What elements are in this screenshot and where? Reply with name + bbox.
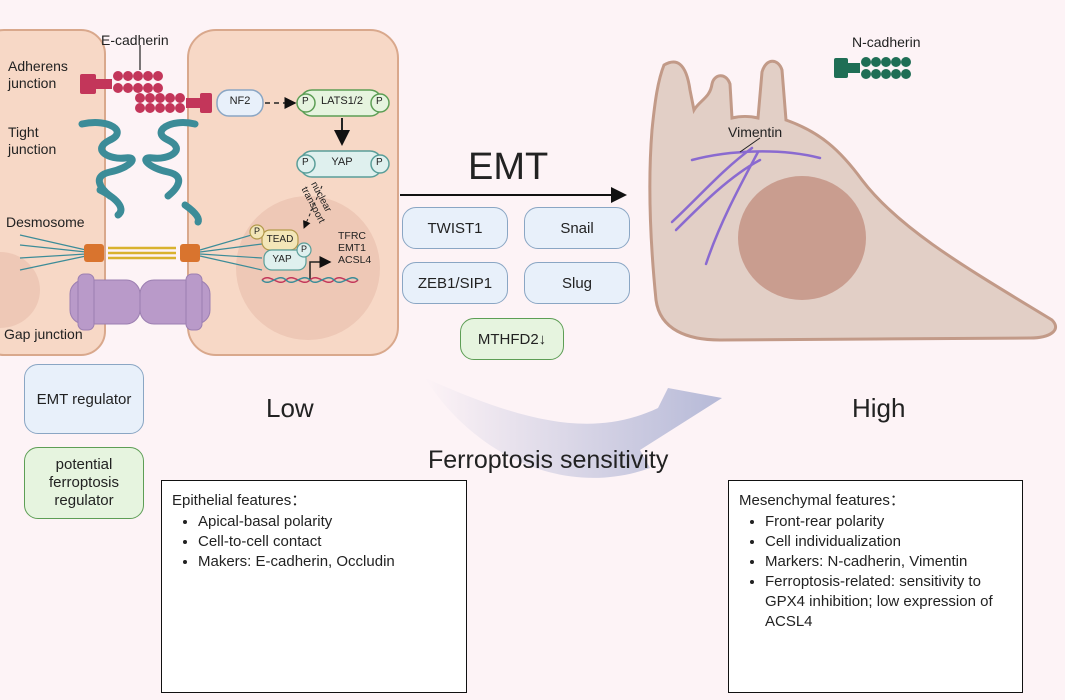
emt-regulator-twist1: TWIST1 bbox=[402, 207, 508, 249]
label-high: High bbox=[852, 393, 906, 423]
label-e-cadherin: E-cadherin bbox=[101, 32, 169, 48]
label-yap-nucleus: YAP bbox=[272, 254, 292, 265]
epithelial-features-title: Epithelial features： bbox=[172, 492, 307, 509]
gene-arrow bbox=[309, 256, 332, 280]
label-yap-p-left: P bbox=[302, 157, 309, 168]
label-vimentin: Vimentin bbox=[728, 124, 783, 140]
nucleus-right bbox=[236, 196, 380, 340]
mesenchymal-feature-item: Cell individualization bbox=[765, 532, 1012, 552]
legend-emt-regulator: EMT regulator bbox=[24, 364, 144, 434]
label-tight-junction: Tight junction bbox=[8, 124, 57, 157]
label-lats-p-right: P bbox=[376, 96, 383, 107]
epithelial-features-list: Apical-basal polarity Cell-to-cell conta… bbox=[172, 512, 456, 572]
epithelial-feature-item: Makers: E-cadherin, Occludin bbox=[198, 552, 456, 572]
desmosome bbox=[19, 231, 263, 271]
label-low: Low bbox=[266, 393, 314, 423]
label-n-cadherin: N-cadherin bbox=[852, 34, 921, 50]
emt-title: EMT bbox=[468, 146, 549, 188]
dna-helix bbox=[261, 277, 359, 283]
label-desmosome: Desmosome bbox=[6, 214, 85, 230]
label-gap-junction: Gap junction bbox=[4, 326, 83, 342]
nucleus-left bbox=[0, 252, 40, 328]
tight-junction bbox=[78, 119, 202, 226]
nf2-node bbox=[216, 89, 264, 117]
epithelial-feature-item: Apical-basal polarity bbox=[198, 512, 456, 532]
mesenchymal-features-list: Front-rear polarity Cell individualizati… bbox=[739, 512, 1012, 632]
vimentin-filaments bbox=[670, 146, 822, 266]
label-nf2: NF2 bbox=[229, 95, 251, 107]
label-adherens-junction: Adherens junction bbox=[8, 58, 68, 91]
label-yap-p-right: P bbox=[376, 157, 383, 168]
epithelial-feature-item: Cell-to-cell contact bbox=[198, 532, 456, 552]
label-targets: TFRC EMT1 ACSL4 bbox=[338, 230, 372, 266]
emt-regulator-zeb1: ZEB1/SIP1 bbox=[402, 262, 508, 304]
label-lats-p-left: P bbox=[302, 96, 309, 107]
gap-junction bbox=[69, 273, 211, 331]
label-lats: LATS1/2 bbox=[321, 95, 363, 107]
mesenchymal-features-title: Mesenchymal features： bbox=[739, 492, 905, 509]
emt-regulator-slug: Slug bbox=[524, 262, 630, 304]
legend-ferroptosis-regulator: potential ferroptosis regulator bbox=[24, 447, 144, 519]
mesenchymal-feature-item: Markers: N-cadherin, Vimentin bbox=[765, 552, 1012, 572]
n-cadherin-complex bbox=[834, 57, 911, 79]
epithelial-features-box: Epithelial features： Apical-basal polari… bbox=[161, 480, 467, 693]
label-tead: TEAD bbox=[266, 234, 294, 245]
label-ferroptosis-sensitivity: Ferroptosis sensitivity bbox=[428, 446, 669, 474]
mesenchymal-feature-item: Front-rear polarity bbox=[765, 512, 1012, 532]
e-cadherin-complex bbox=[80, 71, 212, 113]
yap-nucleus-node bbox=[263, 249, 307, 271]
label-yap-nucleus-p: P bbox=[301, 244, 308, 254]
mesenchymal-features-box: Mesenchymal features： Front-rear polarit… bbox=[728, 480, 1023, 693]
mesenchymal-nucleus bbox=[738, 176, 866, 300]
emt-regulator-snail: Snail bbox=[524, 207, 630, 249]
mthfd2-box: MTHFD2↓ bbox=[460, 318, 564, 360]
mesenchymal-feature-item: Ferroptosis-related: sensitivity to GPX4… bbox=[765, 572, 1012, 632]
label-yap: YAP bbox=[331, 156, 353, 168]
sensitivity-arrow bbox=[425, 378, 722, 478]
label-tead-p: P bbox=[254, 226, 261, 236]
